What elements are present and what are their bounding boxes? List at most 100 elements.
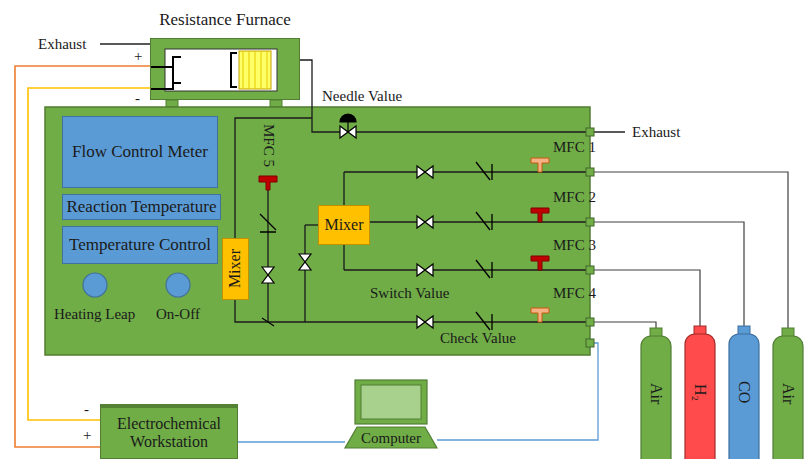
computer-monitor: Computer xyxy=(345,380,437,448)
control-panel xyxy=(45,107,590,355)
gas-cylinder: H₂ xyxy=(684,326,716,459)
furnace-feet xyxy=(270,100,282,107)
mixer-box: Mixer xyxy=(318,205,370,245)
part-label: Needle Value xyxy=(322,88,402,104)
check-valves xyxy=(260,162,492,330)
cylinder-body xyxy=(685,334,715,459)
switch-valves xyxy=(299,254,311,270)
gas-cylinder: Air xyxy=(640,328,672,459)
check-valves xyxy=(476,212,492,230)
node-label: Mixer xyxy=(324,216,363,234)
part-label: Exhaust xyxy=(632,124,680,140)
node-label: Mixer xyxy=(226,249,244,288)
mfc-symbols xyxy=(531,256,549,270)
port-lines xyxy=(594,322,656,328)
switch-valves xyxy=(417,216,433,228)
gas-pipes xyxy=(305,224,318,225)
part-label: - xyxy=(135,90,140,106)
check-valves xyxy=(476,260,492,278)
part-label: MFC 4 xyxy=(553,285,596,301)
part-label: + xyxy=(83,427,91,443)
switch-valves xyxy=(417,264,433,276)
node-label: Reaction Temperature xyxy=(66,197,216,217)
electrode-lead xyxy=(151,57,181,89)
gas-cylinder: CO xyxy=(728,326,760,459)
gas-pipes xyxy=(370,221,590,222)
check-valves xyxy=(260,214,276,232)
panel-ports xyxy=(586,318,594,326)
switch-valves xyxy=(262,318,274,326)
indicator-lamps xyxy=(166,273,190,297)
heating-element xyxy=(243,51,267,89)
part-label: On-Off xyxy=(156,306,200,322)
part-label: - xyxy=(84,401,89,417)
panel-ports xyxy=(586,168,594,176)
keyboard-base xyxy=(345,427,437,448)
data-cable xyxy=(437,343,598,440)
switch-valves xyxy=(417,166,433,178)
part-label: Switch Value xyxy=(370,285,449,301)
port-lines xyxy=(594,222,744,326)
part-label: Heating Leap xyxy=(54,306,135,322)
workstation-box: Electrochemical Workstation xyxy=(100,404,238,459)
node-label: Air xyxy=(779,383,797,404)
control-panel xyxy=(45,107,590,355)
gas-pipes xyxy=(300,60,590,132)
display-box: Temperature Control xyxy=(62,226,218,264)
check-valves xyxy=(476,162,492,180)
monitor-frame xyxy=(355,380,427,424)
indicator-lamps xyxy=(83,273,107,297)
switch-valves xyxy=(417,316,433,328)
needle-valve xyxy=(340,114,356,138)
node-label: CO xyxy=(735,381,753,403)
wire-connector xyxy=(238,441,345,443)
furnace-feet xyxy=(166,100,178,107)
exhaust-line xyxy=(100,43,150,44)
cylinder-body xyxy=(729,334,759,459)
mfc-symbols xyxy=(531,208,549,222)
node-label: Flow Control Meter xyxy=(72,142,208,162)
part-label: MFC 1 xyxy=(553,139,596,155)
port-lines xyxy=(594,172,788,328)
mfc-symbols xyxy=(259,176,277,190)
part-label: MFC 5 xyxy=(261,124,277,167)
furnace-chamber xyxy=(165,49,277,91)
gas-cylinder: Air xyxy=(772,328,804,459)
gas-pipes xyxy=(267,182,268,322)
furnace-box: Resistance Furnace xyxy=(150,38,300,100)
gas-pipes xyxy=(344,269,590,270)
node-label: Electrochemical Workstation xyxy=(101,415,237,452)
node-heading: Resistance Furnace xyxy=(121,10,329,30)
part-label: MFC 3 xyxy=(553,237,596,253)
mfc-symbols xyxy=(531,308,549,322)
switch-valves xyxy=(262,166,433,328)
node-label: H₂ xyxy=(691,384,709,401)
mixer-box: Mixer xyxy=(222,238,249,300)
gas-pipes xyxy=(304,225,305,322)
cylinder-body xyxy=(641,336,671,459)
furnace-feet xyxy=(166,100,282,107)
needle-valve xyxy=(340,114,356,122)
panel-ports xyxy=(586,266,594,274)
part-label: Check Value xyxy=(440,330,516,346)
needle-valve xyxy=(347,122,348,132)
panel-ports xyxy=(586,218,594,226)
display-box: Reaction Temperature xyxy=(62,194,221,220)
port-lines xyxy=(594,172,788,328)
switch-valves xyxy=(262,267,274,283)
node-label: Air xyxy=(647,383,665,404)
check-valves xyxy=(476,312,492,330)
cylinder-body xyxy=(773,336,803,459)
node-label: Computer xyxy=(345,429,437,447)
panel-ports xyxy=(586,128,594,136)
part-label: + xyxy=(134,48,142,64)
exhaust-line xyxy=(590,131,625,132)
panel-ports xyxy=(586,339,594,347)
data-cable xyxy=(437,343,598,440)
heating-element xyxy=(239,51,271,89)
mfc-symbols xyxy=(259,158,549,322)
display-box: Flow Control Meter xyxy=(62,116,218,188)
part-label: Exhaust xyxy=(38,36,86,52)
node-label: Temperature Control xyxy=(69,235,211,255)
